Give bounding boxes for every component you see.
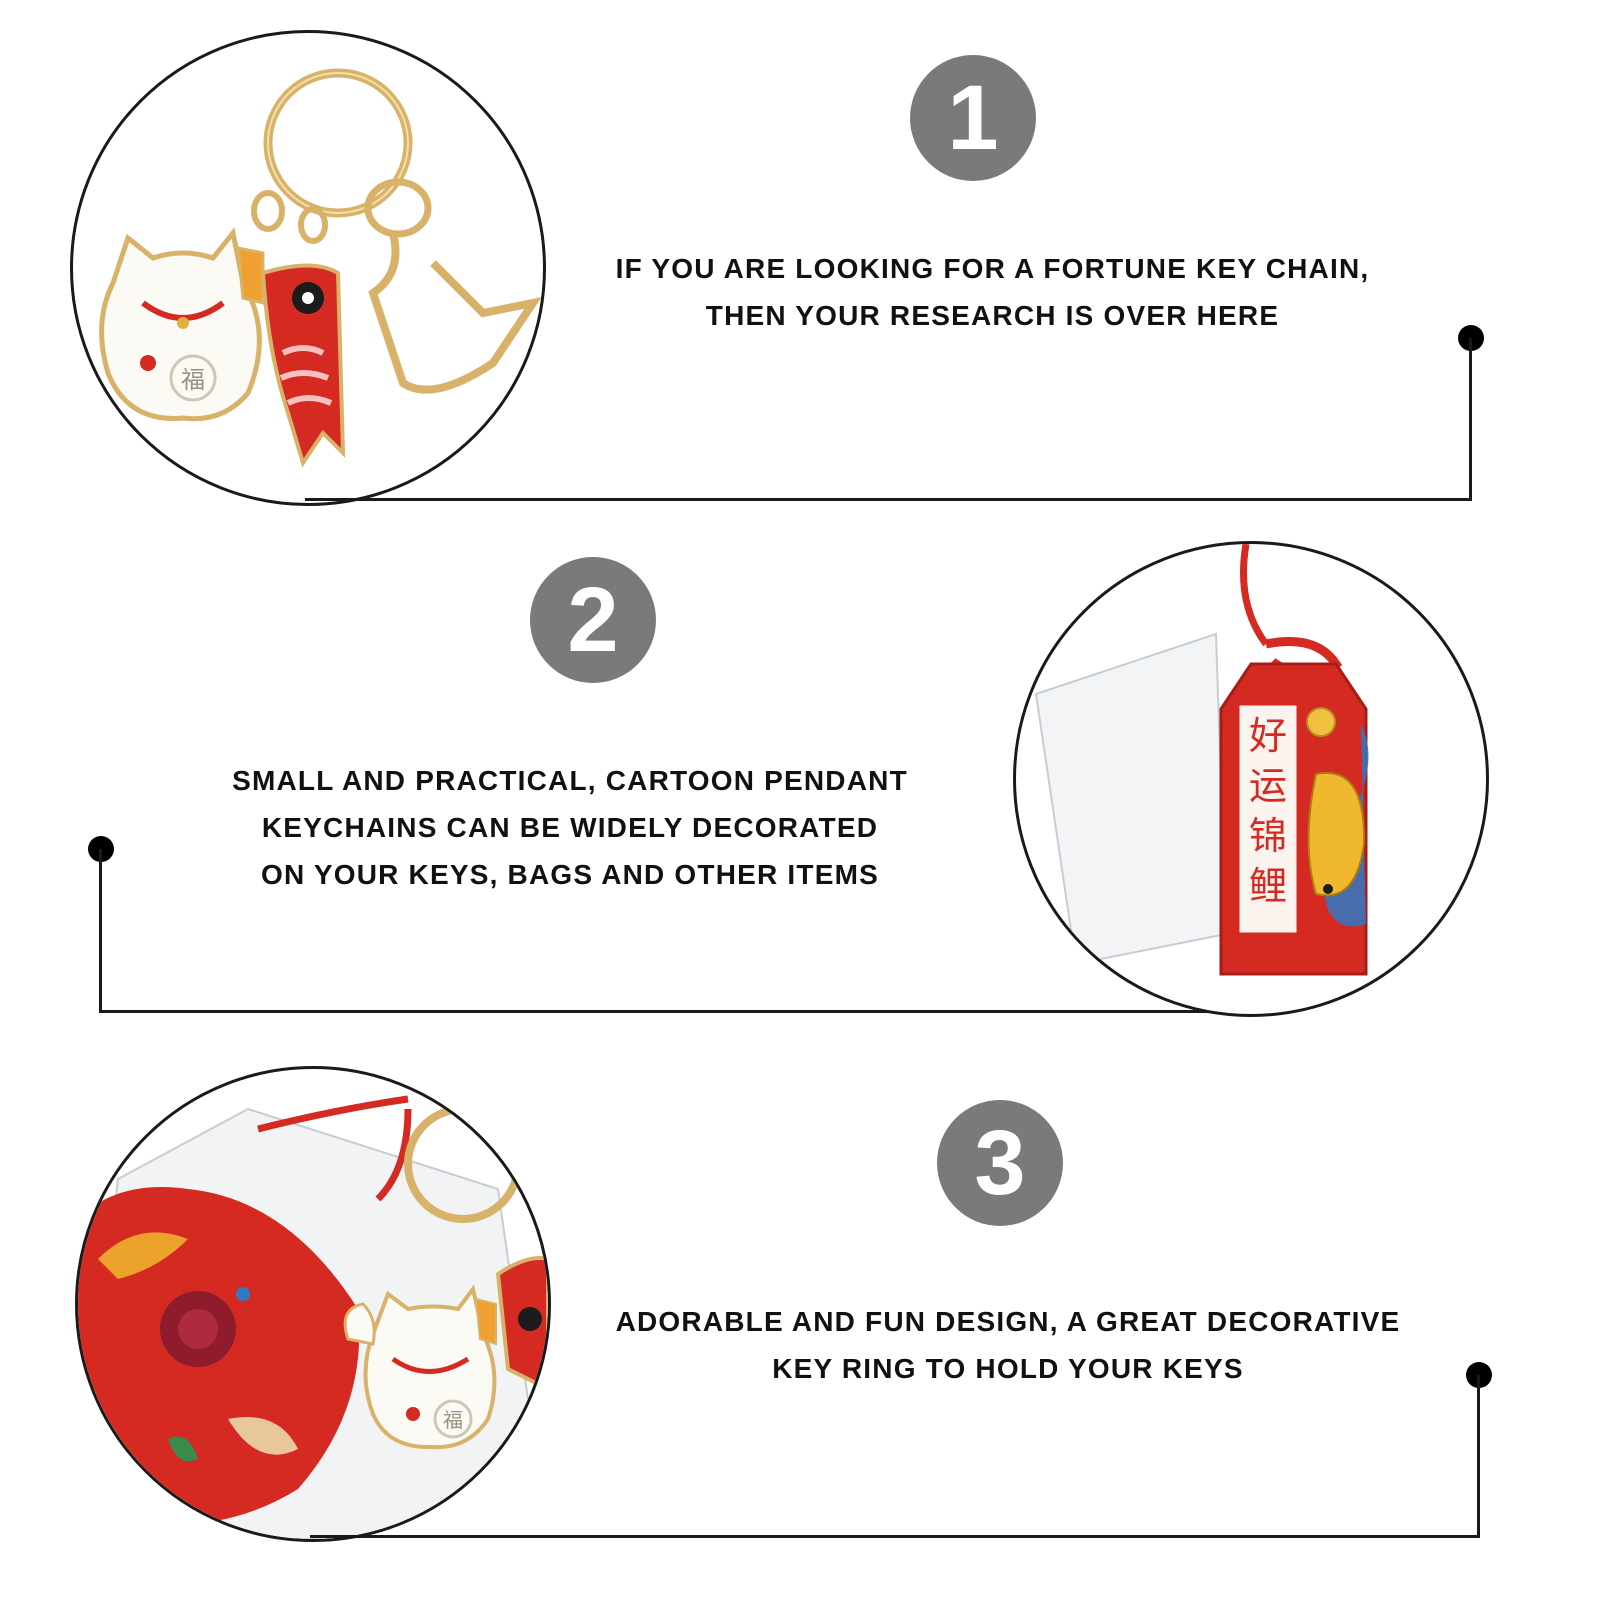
cat-stamp-char: 福 [181,366,205,394]
connector-vertical-2 [99,849,102,1013]
caption-line: KEYCHAINS CAN BE WIDELY DECORATED [261,812,879,843]
connector-horizontal-2 [99,1010,1259,1013]
charm-char-4: 鲤 [1249,864,1287,908]
caption-line: ON YOUR KEYS, BAGS AND OTHER ITEMS [261,859,879,890]
keychain-cat-koi-illustration: 福 [99,68,542,468]
caption-line: SMALL AND PRACTICAL, CARTOON PENDANT [232,765,908,796]
caption-line: KEY RING TO HOLD YOUR KEYS [772,1353,1244,1384]
connector-horizontal-3 [310,1535,1480,1538]
caption-line: THEN YOUR RESEARCH IS OVER HERE [705,300,1280,331]
step-1-caption: IF YOU ARE LOOKING FOR A FORTUNE KEY CHA… [590,245,1395,339]
charm-char-1: 好 [1249,714,1287,758]
pouch-and-keychain-illustration: 福 [78,1095,548,1539]
connector-horizontal-1 [305,498,1472,501]
step-number-badge-1: 1 [910,55,1036,181]
connector-vertical-1 [1469,338,1472,501]
step-2-caption: SMALL AND PRACTICAL, CARTOON PENDANT KEY… [200,757,940,898]
cat-stamp-char: 福 [443,1408,463,1432]
charm-char-2: 运 [1249,764,1287,808]
keychain-photo-3: 福 [75,1066,551,1542]
charm-char-3: 锦 [1249,814,1287,858]
connector-vertical-3 [1477,1375,1480,1538]
omamori-photo: 好 运 锦 鲤 [1013,541,1489,1017]
omamori-illustration: 好 运 锦 鲤 [1034,544,1369,976]
caption-line: ADORABLE AND FUN DESIGN, A GREAT DECORAT… [615,1306,1401,1337]
step-number-badge-2: 2 [530,557,656,683]
step-number-badge-3: 3 [937,1100,1063,1226]
step-3-caption: ADORABLE AND FUN DESIGN, A GREAT DECORAT… [592,1298,1424,1392]
keychain-photo-1: 福 [70,30,546,506]
caption-line: IF YOU ARE LOOKING FOR A FORTUNE KEY CHA… [615,253,1370,284]
